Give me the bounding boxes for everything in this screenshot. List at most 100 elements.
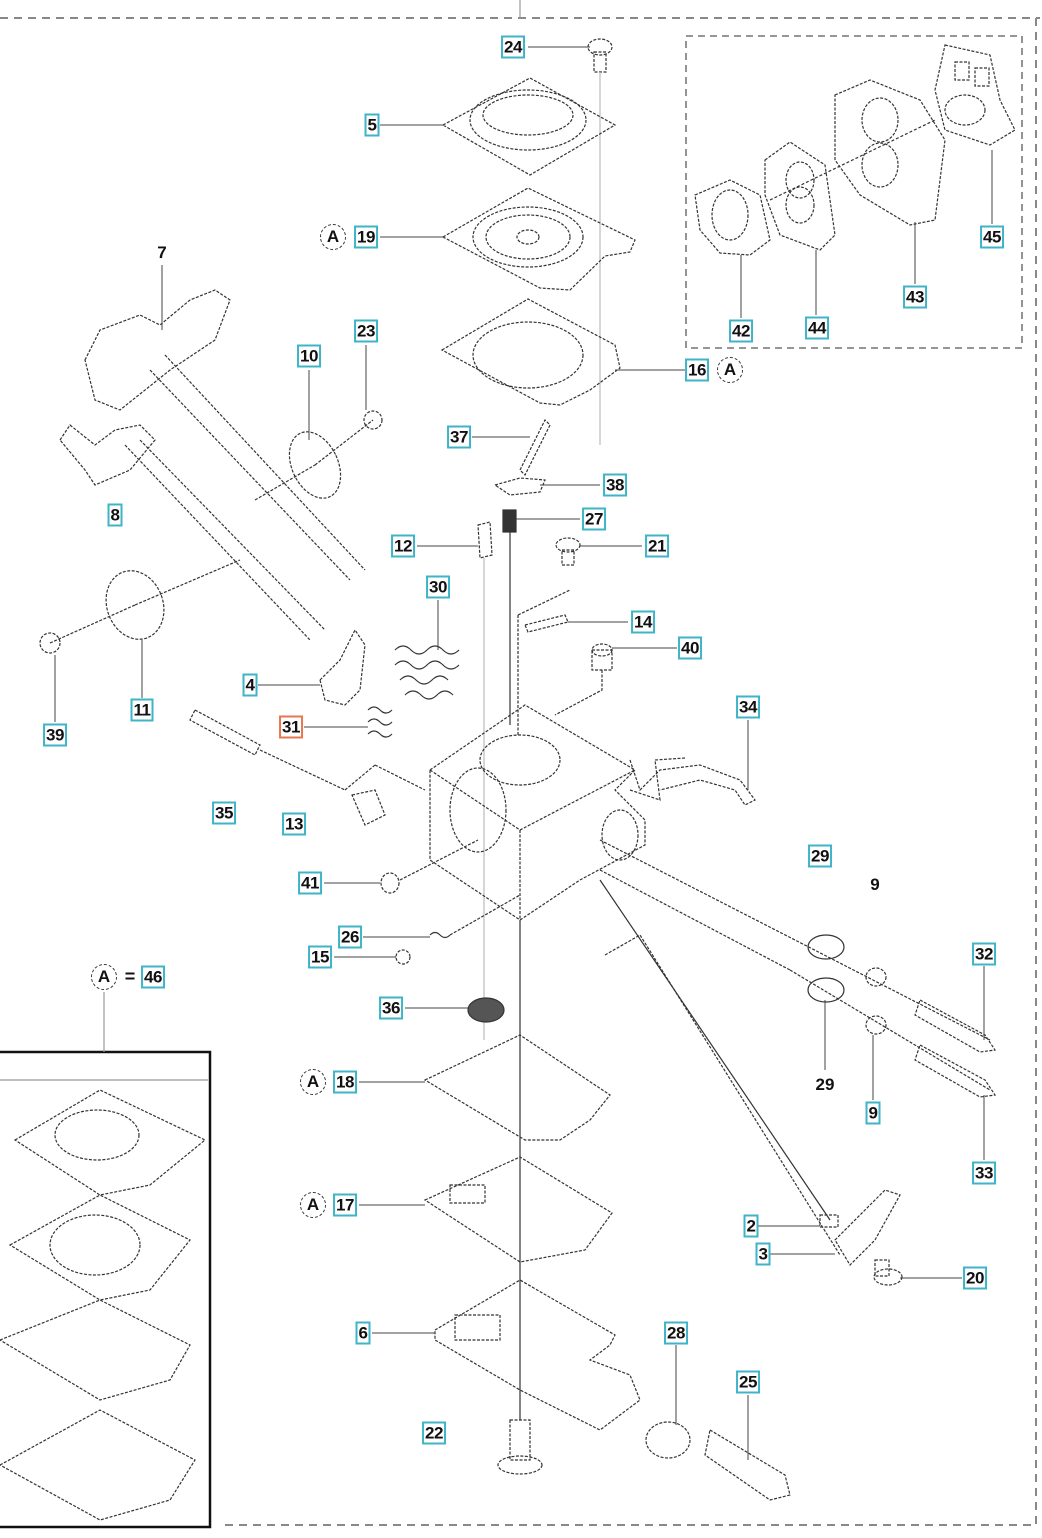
needle-37-shape	[519, 418, 551, 477]
part-label-5[interactable]: 5	[364, 113, 380, 137]
kit-gasket-2-shape	[0, 1409, 196, 1521]
spring-28-shape	[645, 1421, 691, 1459]
choke-lever-8-shape	[59, 424, 326, 641]
lever-3-shape	[834, 1189, 901, 1266]
choke-valve-11-shape	[105, 570, 165, 640]
part-label-26[interactable]: 26	[338, 925, 362, 949]
ball-15-shape	[395, 949, 411, 965]
part-label-20[interactable]: 20	[963, 1266, 987, 1290]
fitting-34-shape	[629, 759, 756, 806]
part-label-18[interactable]: 18	[333, 1070, 357, 1094]
part-label-29-secondary[interactable]: 29	[815, 1075, 835, 1094]
part-label-14[interactable]: 14	[631, 610, 655, 634]
kit-marker-a: A	[320, 224, 346, 250]
part-label-19[interactable]: 19	[354, 225, 378, 249]
screw-21-shape	[555, 537, 581, 566]
kit-diaphragm-shape	[13, 1089, 207, 1196]
part-label-44[interactable]: 44	[805, 316, 829, 340]
part-label-7[interactable]: 7	[157, 243, 167, 262]
kit-marker-a: A	[300, 1069, 326, 1095]
part-label-35[interactable]: 35	[212, 801, 236, 825]
clip-2-shape	[819, 1214, 839, 1228]
part-label-23[interactable]: 23	[354, 319, 378, 343]
part-label-2[interactable]: 2	[743, 1214, 759, 1238]
part-label-41[interactable]: 41	[298, 871, 322, 895]
spring-27-shape	[502, 509, 517, 533]
pin-14-shape	[524, 614, 569, 633]
gasket-42-shape	[694, 179, 771, 256]
diaphragm-19-shape	[441, 187, 636, 291]
cover-6-shape	[434, 1279, 641, 1431]
spring-26-shape	[429, 931, 451, 939]
part-label-28[interactable]: 28	[664, 1321, 688, 1345]
part-label-6[interactable]: 6	[355, 1321, 371, 1345]
kit-marker-a: A	[717, 357, 743, 383]
kit-diaphragm-2-shape	[0, 1299, 191, 1401]
part-label-16[interactable]: 16	[685, 358, 709, 382]
lever-38-shape	[493, 477, 546, 496]
part-label-8[interactable]: 8	[107, 503, 123, 527]
screw-22-shape	[497, 1419, 543, 1475]
pin-35-shape	[189, 709, 261, 756]
part-label-21[interactable]: 21	[645, 534, 669, 558]
part-label-29[interactable]: 29	[808, 844, 832, 868]
screen-36-shape	[467, 997, 505, 1023]
plate-44-shape	[764, 141, 836, 251]
screw-23-shape	[363, 410, 383, 430]
part-label-12[interactable]: 12	[391, 534, 415, 558]
carburetor-body-13-shape	[429, 704, 646, 921]
pin-12-shape	[477, 521, 493, 559]
kit-gasket-shape	[8, 1194, 191, 1301]
screw-39-shape	[39, 632, 61, 654]
throttle-lever-7-shape	[84, 289, 366, 581]
part-label-10[interactable]: 10	[297, 344, 321, 368]
part-label-22[interactable]: 22	[422, 1421, 446, 1445]
part-label-17[interactable]: 17	[333, 1193, 357, 1217]
part-label-13[interactable]: 13	[282, 812, 306, 836]
part-label-25[interactable]: 25	[736, 1370, 760, 1394]
part-label-9-secondary[interactable]: 9	[865, 1101, 881, 1125]
part-label-43[interactable]: 43	[903, 285, 927, 309]
part-label-37[interactable]: 37	[447, 425, 471, 449]
part-label-4[interactable]: 4	[242, 673, 258, 697]
part-label-30[interactable]: 30	[426, 575, 450, 599]
kit-box	[0, 1050, 212, 1529]
screw-20-shape	[873, 1259, 903, 1286]
part-label-36[interactable]: 36	[379, 996, 403, 1020]
kit-legend-equals: =	[124, 966, 136, 987]
part-label-11[interactable]: 11	[130, 698, 154, 722]
part-label-15[interactable]: 15	[308, 945, 332, 969]
plug-40-shape	[591, 643, 613, 671]
kit-legend-symbol: A	[91, 964, 117, 990]
part-label-3[interactable]: 3	[755, 1242, 771, 1266]
kit-label-46[interactable]: 46	[141, 965, 165, 989]
spring-29-shapes	[807, 934, 845, 1003]
part-label-32[interactable]: 32	[972, 942, 996, 966]
part-label-31-highlighted[interactable]: 31	[279, 715, 303, 739]
intake-frame	[685, 35, 1023, 349]
part-label-42[interactable]: 42	[729, 319, 753, 343]
part-label-34[interactable]: 34	[736, 695, 760, 719]
screw-32-shape	[914, 999, 997, 1053]
washer-9-shapes	[865, 967, 887, 1035]
gasket-45-shape	[934, 44, 1016, 146]
part-label-27[interactable]: 27	[582, 507, 606, 531]
part-label-40[interactable]: 40	[678, 636, 702, 660]
gasket-16-shape	[440, 298, 621, 406]
spring-31-shape	[367, 706, 393, 738]
part-label-39[interactable]: 39	[43, 723, 67, 747]
screw-24-shape	[587, 38, 613, 73]
plug-41-shape	[380, 872, 400, 894]
part-label-33[interactable]: 33	[972, 1161, 996, 1185]
part-label-9[interactable]: 9	[870, 875, 880, 894]
cover-5-shape	[441, 77, 617, 176]
lever-4-shape	[319, 628, 366, 706]
part-label-45[interactable]: 45	[980, 225, 1004, 249]
part-label-24[interactable]: 24	[501, 35, 525, 59]
part-label-38[interactable]: 38	[603, 473, 627, 497]
screw-33-shape	[914, 1044, 997, 1098]
kit-marker-a: A	[300, 1192, 326, 1218]
gasket-17-shape	[423, 1156, 613, 1263]
